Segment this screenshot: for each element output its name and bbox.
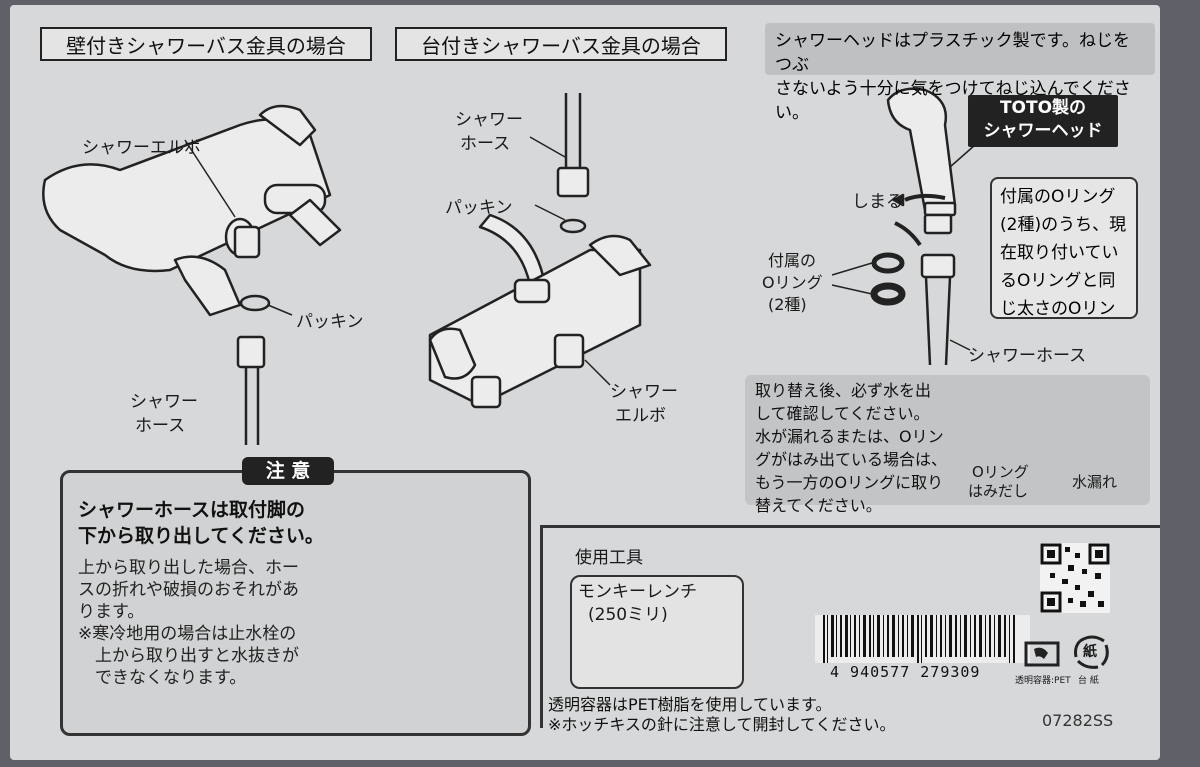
caution-bold-line1: シャワーホースは取付脚の xyxy=(78,499,306,521)
pet-recycle-icon xyxy=(1024,641,1060,667)
toto-tag-line1: TOTO製の xyxy=(999,98,1087,118)
toto-shower-head-tag: TOTO製の シャワーヘッド xyxy=(968,95,1118,147)
oring-box-line3: 在取り付いてい xyxy=(1000,243,1119,263)
caution-box xyxy=(60,470,531,736)
check-note-line4: グがはみ出ている場合は、 xyxy=(755,450,948,469)
tools-frame xyxy=(540,525,1160,728)
wall-packing-label: パッキン xyxy=(296,312,364,332)
deck-packing-label: パッキン xyxy=(445,198,513,218)
caution-body-line1: 上から取り出した場合、ホー xyxy=(78,558,299,578)
shower-head-note-line2: さないよう十分に気をつけてねじ込んでください。 xyxy=(775,79,1131,123)
pet-label: 透明容器:PET xyxy=(1015,676,1071,686)
check-note-line6: 替えてください。 xyxy=(755,496,882,515)
oring-overflow-label-2: はみだし xyxy=(968,482,1029,500)
caution-body-line5: 上から取り出すと水抜きが xyxy=(78,646,299,666)
paper-recycle-icon xyxy=(1074,635,1109,669)
shower-head-note: シャワーヘッドはプラスチック製です。ねじをつぶ さないよう十分に気をつけてねじ込… xyxy=(765,23,1155,123)
barcode-icon xyxy=(815,615,1030,663)
footer-line1: 透明容器はPET樹脂を使用しています。 xyxy=(548,695,832,714)
wall-hose-label-2: ホース xyxy=(135,416,186,436)
oring-label-3: (2種) xyxy=(768,295,807,314)
oring-box-line4: るOリングと同 xyxy=(1000,271,1116,291)
paper-symbol: 紙 xyxy=(1083,644,1097,660)
qr-code-icon xyxy=(1040,543,1110,613)
caution-tag: 注 意 xyxy=(242,457,334,485)
check-note-line1: 取り替え後、必ず水を出 xyxy=(755,381,932,400)
deck-hose-label-2: ホース xyxy=(460,134,511,154)
deck-type-header: 台付きシャワーバス金具の場合 xyxy=(395,27,727,61)
footer-notes: 透明容器はPET樹脂を使用しています。 ※ホッチキスの針に注意して開封してくださ… xyxy=(548,695,896,735)
oring-box-line1: 付属のOリング xyxy=(1000,187,1116,207)
caution-body: 上から取り出した場合、ホー スの折れや破損のおそれがあ ります。 ※寒冷地用の場… xyxy=(78,557,299,689)
wrench-label-1: モンキーレンチ xyxy=(578,582,697,602)
wrench-box xyxy=(570,575,744,689)
oring-box-line2: (2種)のうち、現 xyxy=(1000,215,1127,235)
caution-body-line4: ※寒冷地用の場合は止水栓の xyxy=(78,624,297,644)
deck-faucet-drawing xyxy=(428,93,652,409)
oring-box-line5: じ太さのOリン xyxy=(1000,299,1116,319)
tighten-label: しまる xyxy=(852,192,903,212)
shower-head-note-line1: シャワーヘッドはプラスチック製です。ねじをつぶ xyxy=(775,31,1130,75)
barcode-number: 4 940577 279309 xyxy=(830,663,981,681)
deck-hose-label-1: シャワー xyxy=(455,110,523,130)
instruction-card: 壁付きシャワーバス金具の場合 台付きシャワーバス金具の場合 xyxy=(10,5,1160,760)
paper-label: 台 紙 xyxy=(1078,676,1099,686)
caution-body-line6: できなくなります。 xyxy=(78,668,247,688)
check-note-line2: して確認してください。 xyxy=(755,404,930,423)
oring-instruction-box: 付属のOリング (2種)のうち、現 在取り付いてい るOリングと同 じ太さのOリ… xyxy=(990,177,1138,319)
tools-title: 使用工具 xyxy=(575,548,643,568)
deck-elbow-label-1: シャワー xyxy=(610,382,678,402)
footer-line2: ※ホッチキスの針に注意して開封してください。 xyxy=(548,715,896,734)
check-note-line3: 水が漏れるまたは、Oリン xyxy=(755,427,944,446)
oring-label-1: 付属の xyxy=(768,251,817,270)
deck-elbow-label-2: エルボ xyxy=(615,406,666,426)
check-note: 取り替え後、必ず水を出 して確認してください。 水が漏れるまたは、Oリン グがは… xyxy=(755,379,947,517)
oring-label-2: Oリング xyxy=(762,273,823,292)
leak-label: 水漏れ xyxy=(1072,473,1118,491)
shower-head-drawing xyxy=(870,87,957,366)
check-note-line5: もう一方のOリングに取り xyxy=(755,473,944,492)
product-code: 07282SS xyxy=(1042,711,1114,730)
wrench-label-2: (250ミリ) xyxy=(588,605,668,625)
head-hose-label: シャワーホース xyxy=(968,346,1087,366)
caution-body-line2: スの折れや破損のおそれがあ xyxy=(78,580,299,600)
caution-bold-line2: 下から取り出してください。 xyxy=(78,525,324,547)
caution-body-line3: ります。 xyxy=(78,602,145,622)
oring-overflow-label-1: Oリング xyxy=(972,463,1029,481)
wall-faucet-drawing xyxy=(42,104,342,445)
caution-headline: シャワーホースは取付脚の 下から取り出してください。 xyxy=(78,497,324,549)
wall-elbow-label: シャワーエルボ xyxy=(82,138,201,158)
toto-tag-line2: シャワーヘッド xyxy=(983,121,1103,141)
wall-type-header: 壁付きシャワーバス金具の場合 xyxy=(40,27,372,61)
check-panel xyxy=(745,375,1150,505)
wall-hose-label-1: シャワー xyxy=(130,392,198,412)
